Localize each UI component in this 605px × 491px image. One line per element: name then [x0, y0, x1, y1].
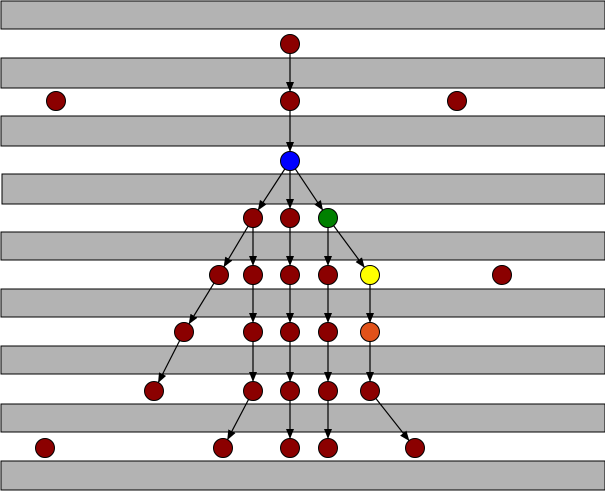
node-n5 [280, 151, 300, 171]
edge-n8-n13 [333, 225, 365, 268]
row-band [0, 403, 605, 433]
node-n28 [318, 438, 338, 458]
node-n12 [318, 265, 338, 285]
row-band [1, 173, 605, 205]
node-n22 [280, 381, 300, 401]
node-n25 [35, 438, 55, 458]
row-band [0, 460, 605, 491]
node-n7 [280, 208, 300, 228]
node-n24 [360, 381, 380, 401]
node-n6 [243, 208, 263, 228]
node-n29 [405, 438, 425, 458]
node-n11 [280, 265, 300, 285]
node-n17 [280, 322, 300, 342]
row-band [0, 288, 605, 318]
edge-n21-n26 [227, 399, 250, 441]
node-n8 [318, 208, 338, 228]
node-n19 [360, 322, 380, 342]
graph-edges [157, 53, 410, 441]
row-band [0, 115, 605, 147]
node-n9 [209, 265, 229, 285]
node-n13 [360, 265, 380, 285]
node-n21 [243, 381, 263, 401]
node-n16 [243, 322, 263, 342]
edge-n6-n9 [223, 225, 249, 268]
edge-n5-n8 [294, 168, 324, 211]
edge-n9-n15 [188, 282, 215, 325]
row-band [0, 0, 605, 30]
row-band [0, 231, 605, 261]
node-n23 [318, 381, 338, 401]
node-n10 [243, 265, 263, 285]
node-n18 [318, 322, 338, 342]
graph-nodes [35, 34, 512, 458]
node-n26 [213, 438, 233, 458]
row-band [0, 345, 605, 375]
edge-n5-n6 [257, 168, 286, 211]
row-band [0, 57, 605, 89]
node-n15 [174, 322, 194, 342]
node-n2 [46, 91, 66, 111]
node-n14 [492, 265, 512, 285]
node-n3 [280, 91, 300, 111]
node-n4 [447, 91, 467, 111]
node-n20 [144, 381, 164, 401]
node-n27 [280, 438, 300, 458]
edge-n15-n20 [157, 340, 181, 383]
node-n1 [280, 34, 300, 54]
edge-n24-n29 [375, 398, 410, 441]
